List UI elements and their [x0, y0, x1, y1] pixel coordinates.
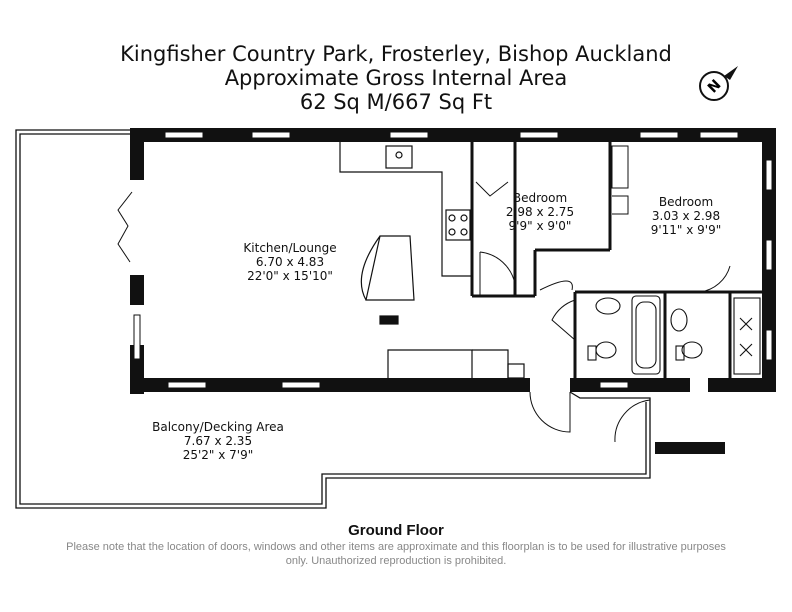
area-caption: Approximate Gross Internal Area — [224, 66, 568, 90]
shower-icon — [733, 297, 761, 375]
area-value: 62 Sq M/667 Sq Ft — [299, 90, 493, 114]
room-labels: Kitchen/Lounge 6.70 x 4.83 22'0" x 15'10… — [152, 191, 721, 462]
compass-icon: N — [699, 66, 738, 101]
bedroom2-metric: 3.03 x 2.98 — [652, 209, 720, 223]
balcony-imperial: 25'2" x 7'9" — [183, 448, 254, 462]
plan-title: Kingfisher Country Park, Frosterley, Bis… — [0, 42, 792, 114]
bedroom2-imperial: 9'11" x 9'9" — [651, 223, 722, 237]
bedroom2-name: Bedroom — [659, 195, 713, 209]
kitchen-name: Kitchen/Lounge — [243, 241, 336, 255]
bath-icon — [631, 295, 661, 375]
bedroom1-name: Bedroom — [513, 191, 567, 205]
sink-icon — [385, 145, 413, 169]
interior-walls — [470, 142, 762, 378]
bathroom-fittings — [587, 295, 761, 375]
bedroom1-metric: 2.98 x 2.75 — [506, 205, 574, 219]
kitchen-imperial: 22'0" x 15'10" — [247, 269, 333, 283]
compass-north-letter: N — [705, 77, 725, 97]
kitchen-metric: 6.70 x 4.83 — [256, 255, 324, 269]
windows — [133, 131, 773, 389]
balcony-metric: 7.67 x 2.35 — [184, 434, 252, 448]
disclaimer-text: Please note that the location of doors, … — [66, 541, 726, 567]
floor-label: Ground Floor — [348, 522, 444, 539]
doors — [117, 145, 731, 443]
balcony-outline — [15, 129, 651, 509]
exterior-walls — [130, 128, 776, 454]
hob-icon — [445, 209, 471, 241]
toilet-icon — [681, 341, 703, 359]
basin-icon — [670, 308, 688, 332]
bedroom1-imperial: 9'9" x 9'0" — [509, 219, 572, 233]
basin-icon — [595, 297, 621, 315]
balcony-name: Balcony/Decking Area — [152, 420, 284, 434]
toilet-icon — [595, 341, 617, 359]
kitchen-counter — [339, 142, 525, 379]
property-name: Kingfisher Country Park, Frosterley, Bis… — [120, 42, 672, 66]
